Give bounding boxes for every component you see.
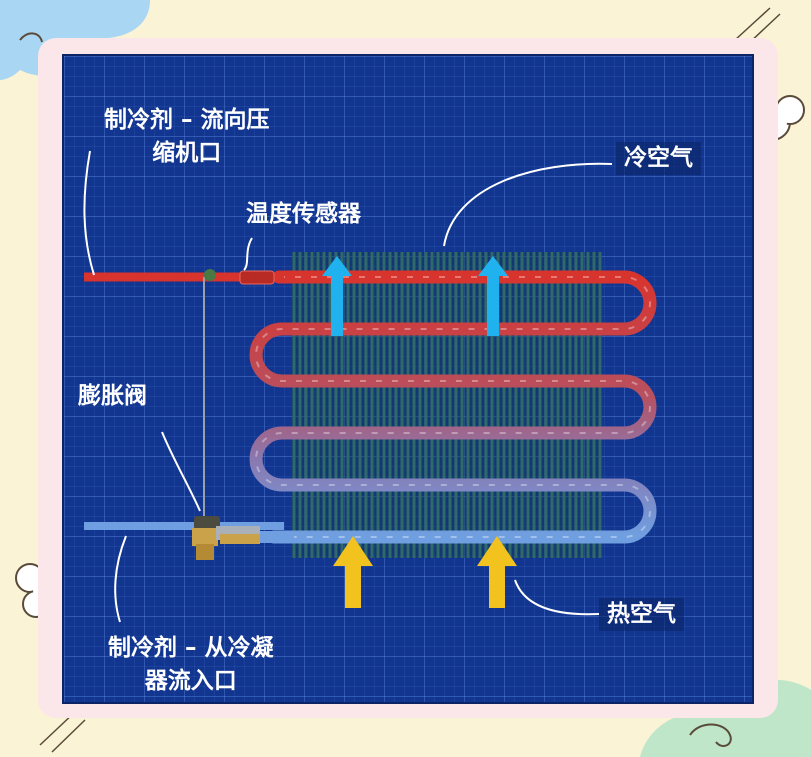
cold-air-arrow <box>478 256 508 336</box>
label-refrigerant-to-compressor: 制冷剂 – 流向压 缩机口 <box>104 104 270 170</box>
label-temperature-sensor: 温度传感器 <box>246 201 361 227</box>
leader-line-hot-air <box>514 579 600 616</box>
label-hot-air: 热空气 <box>599 598 684 631</box>
cold-air-arrow <box>322 256 352 336</box>
swirl-decoration <box>689 723 732 747</box>
refrigerant-coil <box>249 270 657 544</box>
evaporator-graphic <box>83 150 657 623</box>
temperature-sensor-bulb <box>239 270 275 285</box>
label-refrigerant-from-condenser-line2: 器流入口 <box>144 668 237 694</box>
label-expansion-valve: 膨胀阀 <box>78 383 147 409</box>
swirl-decoration <box>19 32 43 43</box>
label-refrigerant-to-compressor-line1: 制冷剂 – 流向压 <box>104 107 270 133</box>
sketch-line-decoration <box>51 719 86 753</box>
evaporator-diagram: 制冷剂 – 流向压 缩机口 温度传感器 冷空气 膨胀阀 热空气 制冷剂 – 从冷… <box>62 54 754 704</box>
leader-line-valve <box>161 431 201 512</box>
leader-line-cold-air <box>443 162 613 247</box>
label-refrigerant-from-condenser-line1: 制冷剂 – 从冷凝 <box>108 635 274 661</box>
expansion-valve <box>192 516 260 560</box>
sensor-joint <box>204 269 216 281</box>
hot-air-arrow <box>477 536 517 608</box>
fin-block-background <box>292 252 602 558</box>
cooling-fins <box>292 252 602 558</box>
leader-line-sensor <box>243 237 253 271</box>
label-cold-air: 冷空气 <box>616 142 701 175</box>
label-refrigerant-to-compressor-line2: 缩机口 <box>152 140 222 166</box>
leader-line-condenser <box>114 535 127 623</box>
coil-dash-pattern <box>255 276 651 538</box>
hot-air-arrow <box>333 536 373 608</box>
leader-line-compressor <box>83 150 95 276</box>
label-refrigerant-from-condenser: 制冷剂 – 从冷凝 器流入口 <box>108 632 274 698</box>
sketch-line-decoration <box>734 7 771 41</box>
